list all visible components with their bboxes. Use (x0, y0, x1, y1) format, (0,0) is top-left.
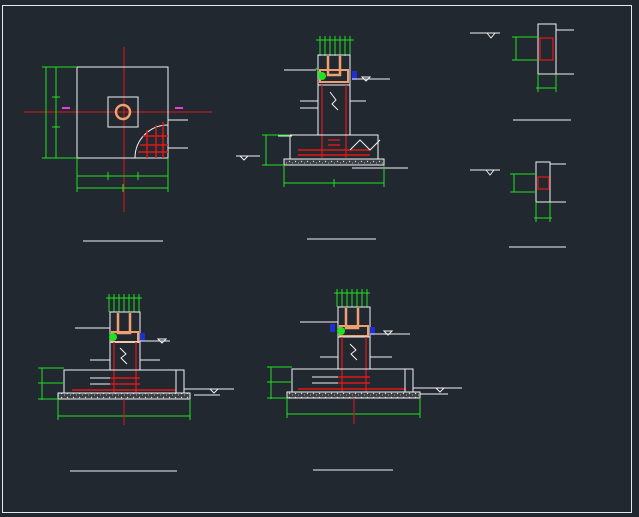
plan-view (24, 47, 212, 242)
section-lower-right (267, 289, 462, 471)
small-detail-bottom (470, 161, 566, 248)
section-lower-left (38, 294, 234, 472)
section-pipe-through-wall (236, 36, 408, 240)
small-detail-top (470, 23, 574, 121)
pipe-section-icon (114, 103, 132, 121)
